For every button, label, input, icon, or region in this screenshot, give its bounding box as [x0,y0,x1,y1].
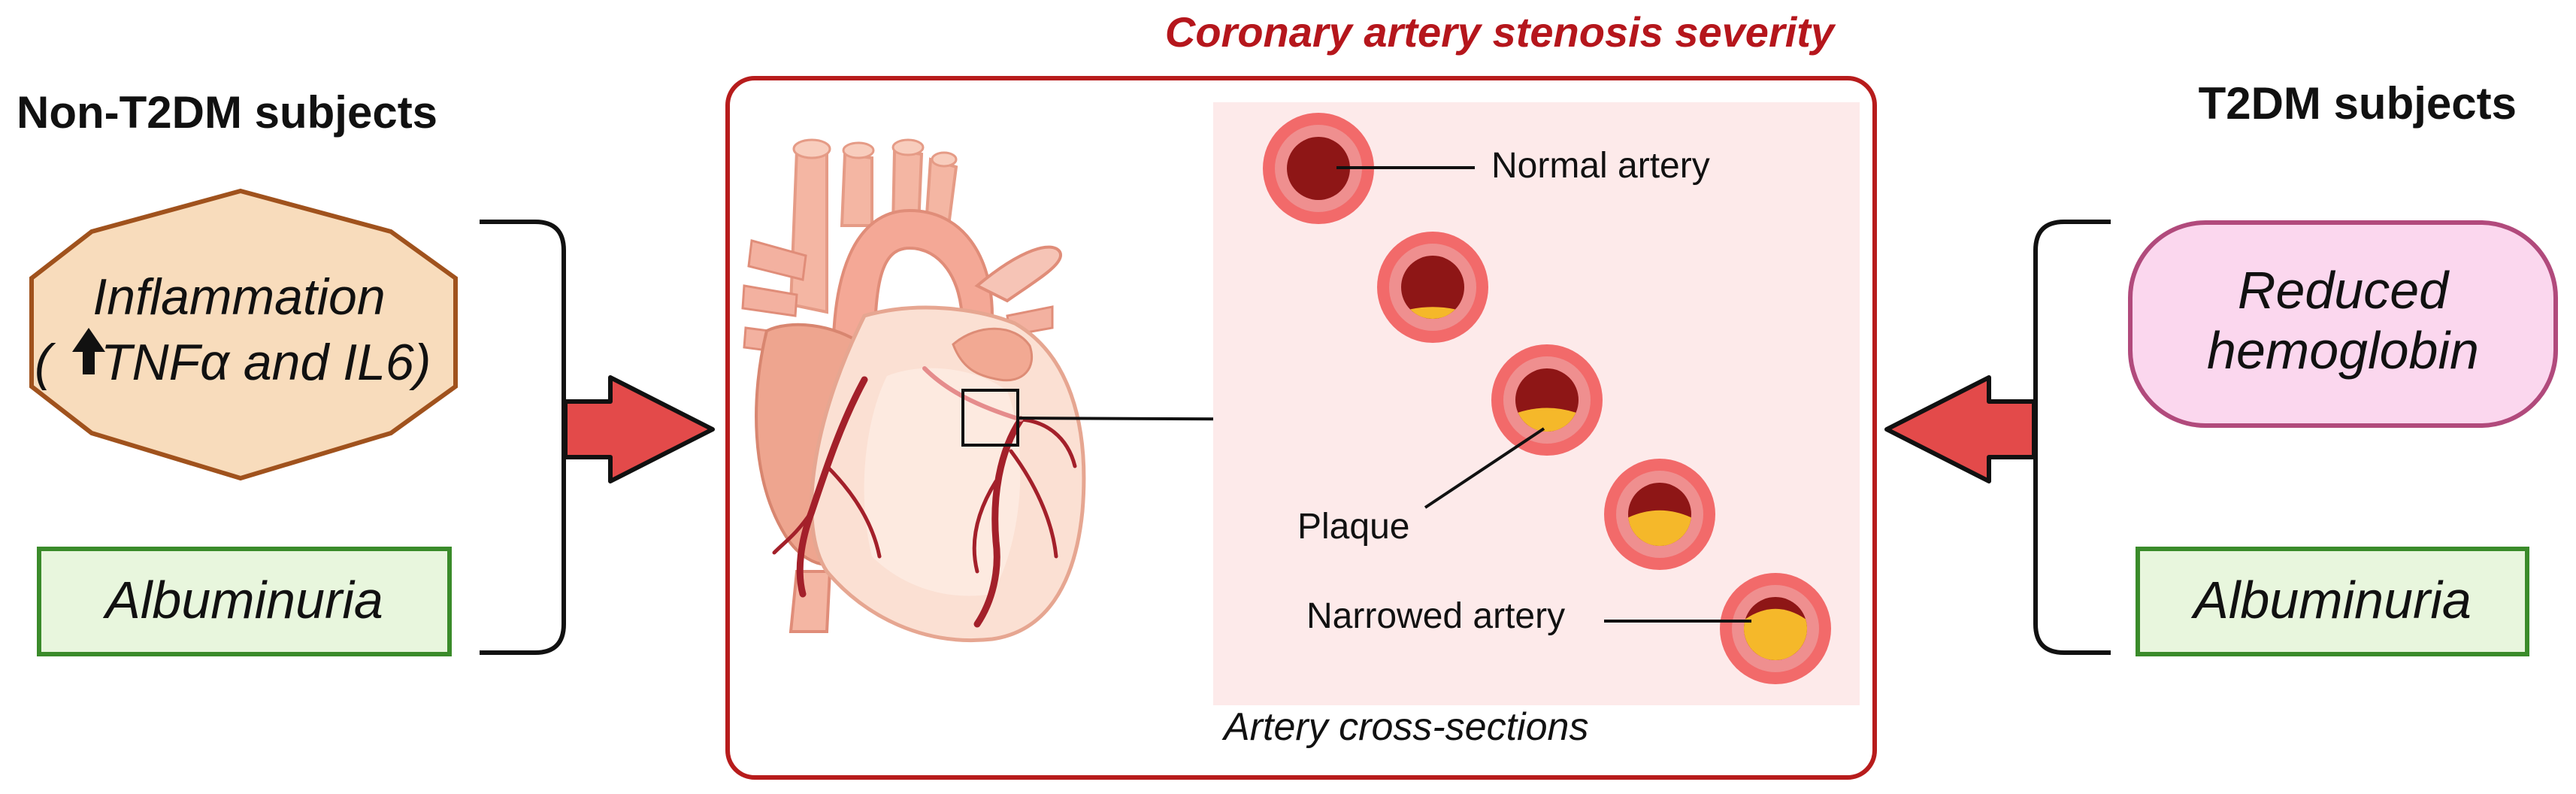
albuminuria-label-right: Albuminuria [2190,571,2472,629]
plaque-deposit [1628,510,1691,547]
plaque-deposit [1744,608,1807,660]
plaque-deposit [1410,307,1455,320]
right-red-arrow [1884,375,2036,483]
albuminuria-box-right [2136,547,2529,656]
zoom-region-marker [961,389,1019,447]
inflammation-line2: TNFα and IL6) [101,334,431,391]
inflammation-line1: Inflammation [92,268,385,326]
left-bracket [480,220,566,655]
right-heading: T2DM subjects [2199,78,2517,129]
artery-section-2 [1377,232,1488,343]
main-title: Coronary artery stenosis severity [1165,8,1836,56]
hemoglobin-box [2128,220,2558,428]
plaque-label: Plaque [1297,507,1409,547]
albuminuria-label-left: Albuminuria [102,571,383,629]
plaque-leader [1424,427,1545,509]
albuminuria-box-left [37,547,452,656]
artery-section-5 [1720,573,1831,684]
artery-lumen [1401,256,1464,319]
artery-section-3 [1491,344,1603,456]
left-red-arrow [563,375,715,483]
hemoglobin-line2: hemoglobin [2207,321,2479,380]
heart-illustration [741,138,1086,643]
artery-section-4 [1604,459,1715,570]
artery-cross-sections [1263,113,1831,684]
normal-artery-label: Normal artery [1491,146,1710,186]
artery-lumen [1287,137,1350,200]
narrowed-artery-label: Narrowed artery [1306,596,1565,636]
hemoglobin-line1: Reduced [2238,261,2450,320]
right-bracket [2033,220,2111,655]
left-heading: Non-T2DM subjects [17,87,437,138]
up-arrow-icon [72,328,105,374]
plaque-deposit [1518,408,1576,432]
cross-section-caption: Artery cross-sections [1221,705,1588,749]
artery-section-1 [1263,113,1374,224]
inflammation-hexagon [29,188,458,481]
